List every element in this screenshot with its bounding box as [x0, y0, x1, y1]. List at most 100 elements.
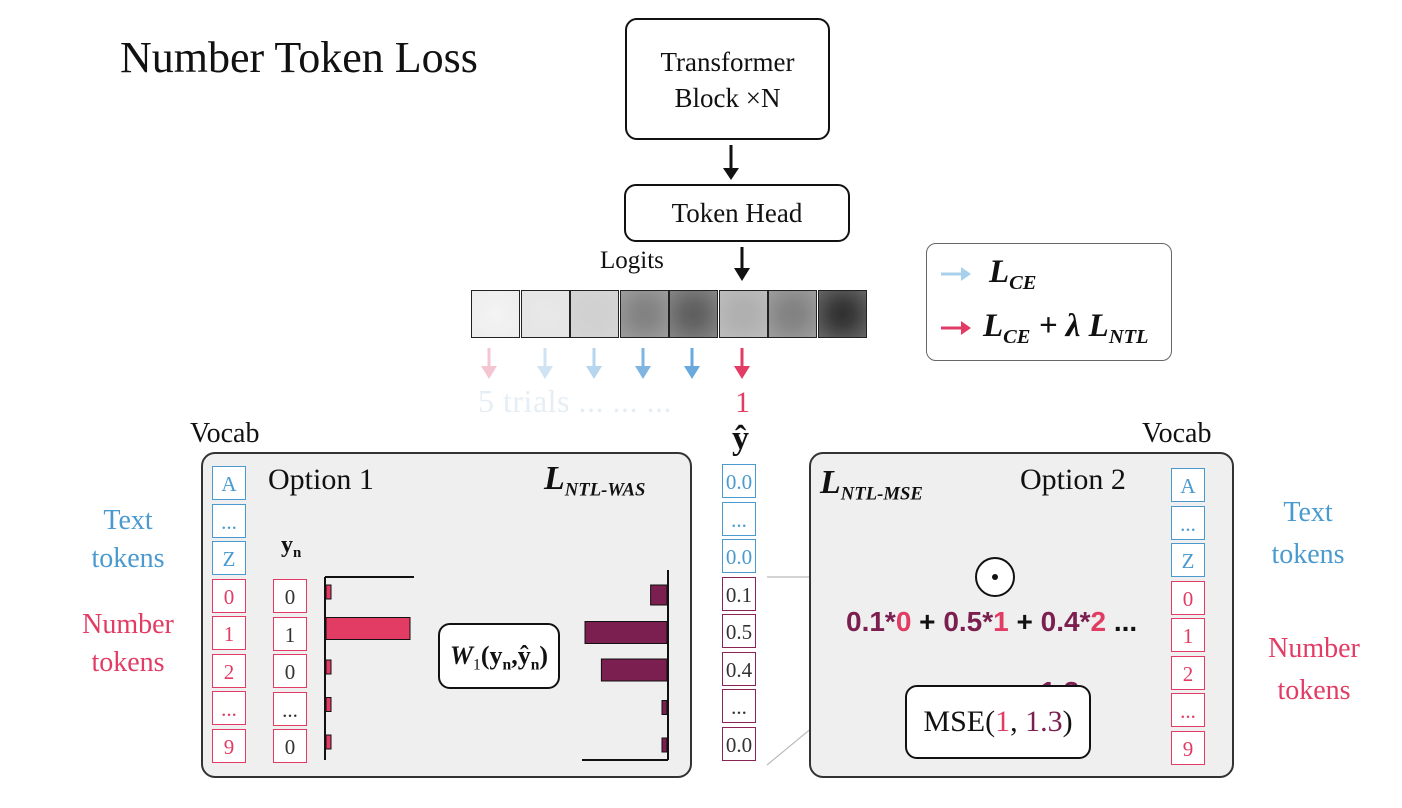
text-tokens-label-right: Text tokens [1258, 492, 1358, 576]
token-head-block: Token Head [624, 184, 850, 242]
formula-segment: 0 [895, 606, 912, 637]
vocab-number-token-cell: 2 [1171, 655, 1205, 690]
yhat-cell: 0.0 [722, 464, 756, 498]
vocab-number-token-cell: 9 [212, 728, 246, 763]
dot-product-icon [975, 557, 1015, 597]
transformer-block: Transformer Block ×N [625, 18, 830, 140]
transformer-line1: Transformer [660, 47, 795, 77]
token-head-label: Token Head [671, 198, 803, 228]
vocab-text-token-cell: A [212, 466, 246, 500]
vocab-number-token-cell: 0 [1171, 580, 1205, 615]
legend-ntl-sub2: NTL [1108, 326, 1149, 349]
trial-arrow-icon [537, 348, 553, 379]
number-tokens-left-line1: Number [82, 609, 174, 640]
yn-cell: 0 [273, 654, 307, 688]
arrow-head-to-logits-tip [734, 268, 750, 281]
vocab-number-token-cell: ... [1171, 693, 1205, 727]
legend-ntl-l2: L [1088, 308, 1109, 344]
vocab-text-token-cell: ... [212, 503, 246, 538]
formula-segment: + [911, 606, 944, 637]
vocab-number-token-cell: 9 [1171, 730, 1205, 765]
yn-cell: 0 [273, 729, 307, 763]
vocab-label-left: Vocab [190, 418, 260, 449]
option1-title: Option 1 [268, 463, 374, 496]
number-tokens-label-right: Number tokens [1252, 628, 1376, 712]
formula-segment: 0.5* [943, 606, 994, 637]
text-tokens-left-line1: Text [103, 505, 153, 536]
number-tokens-left-line2: tokens [91, 647, 165, 678]
legend-ntl-plus: + λ [1030, 308, 1089, 344]
option2-title: Option 2 [1020, 463, 1126, 496]
trial-arrow-icon [586, 348, 602, 379]
legend-ce-text: LCE [989, 254, 1036, 295]
transformer-line2: Block ×N [674, 83, 781, 113]
vocab-text-token-cell: Z [212, 541, 246, 575]
legend-ntl-sub1: CE [1003, 326, 1031, 349]
vocab-number-token-cell: ... [212, 691, 246, 725]
yhat-cell: 0.0 [722, 539, 756, 573]
wasserstein-args-n1: n [502, 656, 512, 674]
trials-text: 5 trials ... ... ... [478, 383, 672, 419]
option1-loss-sub: NTL-WAS [564, 479, 646, 501]
trial-arrow-icon [635, 348, 651, 379]
legend-ce-l: L [989, 254, 1010, 290]
wasserstein-args-n2: n [530, 656, 540, 674]
text-tokens-right-line1: Text [1283, 497, 1333, 528]
mse-target: 1 [995, 705, 1011, 738]
yhat-cell: 0.5 [722, 614, 756, 648]
formula-segment: 0.1* [846, 606, 896, 637]
option2-loss-sub: NTL-MSE [840, 483, 923, 505]
yn-bar [325, 734, 332, 750]
number-tokens-right-line1: Number [1268, 633, 1360, 664]
yn-bar [325, 617, 411, 640]
wasserstein-args-end: ) [539, 641, 549, 670]
vocab-number-token-cell: 1 [212, 616, 246, 650]
yn-label-y: y [281, 532, 293, 558]
trial-arrow-icon [734, 348, 750, 379]
wasserstein-args: (y [480, 641, 503, 670]
yn-cell: 0 [273, 579, 307, 613]
formula-segment: 0.4* [1040, 606, 1091, 637]
wasserstein-w: W [449, 641, 474, 670]
option2-loss: LNTL-MSE [820, 464, 923, 506]
vocab-number-token-cell: 2 [212, 653, 246, 688]
formula-segment: + [1008, 606, 1041, 637]
yhat-cell: 0.4 [722, 651, 756, 686]
option2-loss-l: L [820, 464, 841, 501]
logits-label: Logits [600, 247, 664, 274]
text-tokens-label-left: Text tokens [78, 502, 178, 578]
yn-label: yn [281, 532, 301, 562]
legend-ntl-l1: L [983, 308, 1004, 344]
legend-ntl-arrow-head [961, 321, 971, 335]
vocab-number-token-cell: 0 [212, 578, 246, 613]
yhat-bar [661, 737, 668, 753]
wasserstein-sub: 1 [473, 656, 481, 674]
text-tokens-right-line2: tokens [1271, 539, 1345, 570]
mse-sep: , [1010, 705, 1026, 738]
dot-center [992, 573, 998, 580]
wasserstein-box: W1(yn,ŷn) [438, 623, 560, 689]
vocab-label-right: Vocab [1142, 418, 1212, 449]
formula-segment: ... [1106, 606, 1138, 637]
logit-cell [619, 290, 669, 338]
yhat-bar [584, 621, 668, 644]
arrow-transformer-to-head-tip [723, 168, 739, 180]
vocab-text-token-cell: ... [1171, 505, 1205, 540]
logit-cell [669, 290, 718, 338]
mse-box: MSE(1, 1.3) [905, 685, 1091, 759]
vocab-number-token-cell: 1 [1171, 618, 1205, 652]
legend-box: LCE LCE + λ LNTL [926, 243, 1172, 361]
option1-loss: LNTL-WAS [544, 460, 645, 502]
mse-pred: 1.3 [1025, 705, 1063, 738]
yhat-bar [600, 658, 668, 682]
logit-cell [471, 290, 520, 338]
yn-cell: 1 [273, 616, 307, 651]
logit-cell [768, 290, 817, 338]
yn-bar [325, 584, 332, 600]
wasserstein-args-mid: ,ŷ [511, 641, 531, 670]
yn-cell: ... [273, 691, 307, 726]
vocab-text-token-cell: A [1171, 468, 1205, 502]
legend-ce-arrow-icon [941, 267, 971, 281]
target-value: 1 [735, 386, 750, 419]
